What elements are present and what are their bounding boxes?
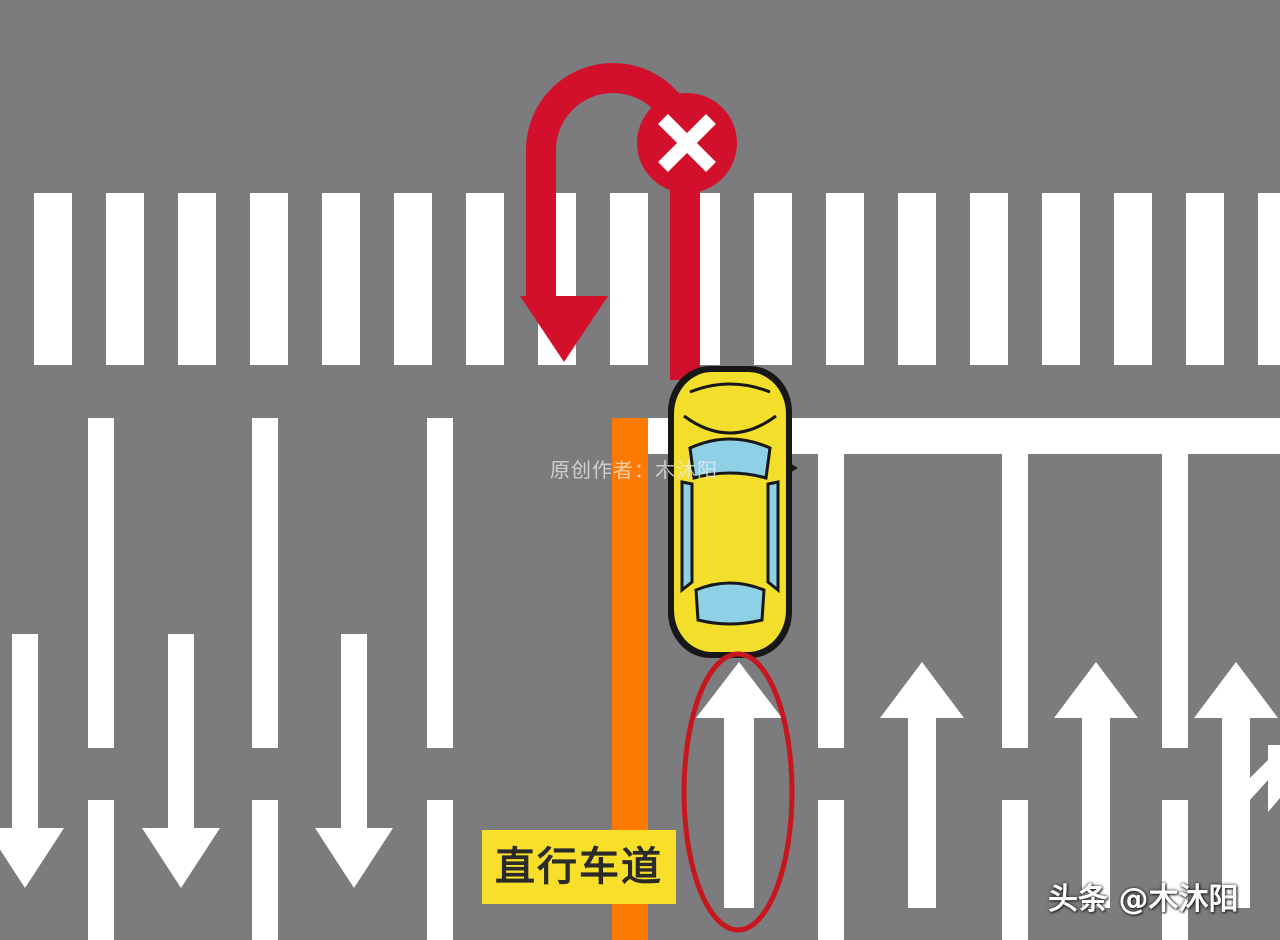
crosswalk-stripe: [250, 193, 288, 365]
lane-divider: [1002, 800, 1028, 940]
car-top-view-icon: [662, 366, 798, 658]
crosswalk-stripe: [394, 193, 432, 365]
lane-divider: [88, 418, 114, 748]
crosswalk-stripe: [1186, 193, 1224, 365]
downward-lane-arrows: [0, 634, 393, 888]
down-arrow-icon: [0, 634, 64, 888]
crosswalk-stripe: [970, 193, 1008, 365]
lane-label: 直行车道: [482, 830, 676, 904]
watermark-text: 原创作者：木沐阳: [550, 458, 718, 482]
crosswalk-stripe: [898, 193, 936, 365]
crosswalk-stripe: [610, 193, 648, 365]
lane-divider: [427, 418, 453, 748]
up-right-arrow-icon: [1194, 662, 1280, 908]
crosswalk-stripe: [34, 193, 72, 365]
crosswalk-stripe: [826, 193, 864, 365]
highlight-ellipse: [681, 651, 795, 933]
lane-divider: [818, 418, 844, 748]
crosswalk-stripe: [466, 193, 504, 365]
crosswalk-stripe: [1114, 193, 1152, 365]
crosswalk-stripe: [178, 193, 216, 365]
lane-divider: [252, 800, 278, 940]
lane-divider: [1162, 800, 1188, 940]
left-lane-dividers: [88, 418, 453, 940]
lane-divider: [88, 800, 114, 940]
up-arrow-icon: [1054, 662, 1138, 908]
upward-lane-arrows: [696, 662, 1280, 908]
lane-divider: [427, 800, 453, 940]
source-tag: 头条 @木沐阳: [1048, 882, 1239, 917]
lane-divider: [1162, 418, 1188, 748]
lane-divider: [1002, 418, 1028, 748]
right-lane-markings: [648, 418, 1280, 940]
crosswalk-stripe: [1258, 193, 1280, 365]
up-arrow-icon: [696, 662, 782, 908]
crosswalk-stripe: [106, 193, 144, 365]
x-circle-icon: [637, 93, 737, 193]
down-arrow-icon: [315, 634, 393, 888]
crosswalk-stripe: [1042, 193, 1080, 365]
crosswalk-stripe: [322, 193, 360, 365]
up-arrow-icon: [880, 662, 964, 908]
crosswalk-stripe: [754, 193, 792, 365]
lane-divider: [252, 418, 278, 748]
lane-divider: [818, 800, 844, 940]
down-arrow-icon: [142, 634, 220, 888]
